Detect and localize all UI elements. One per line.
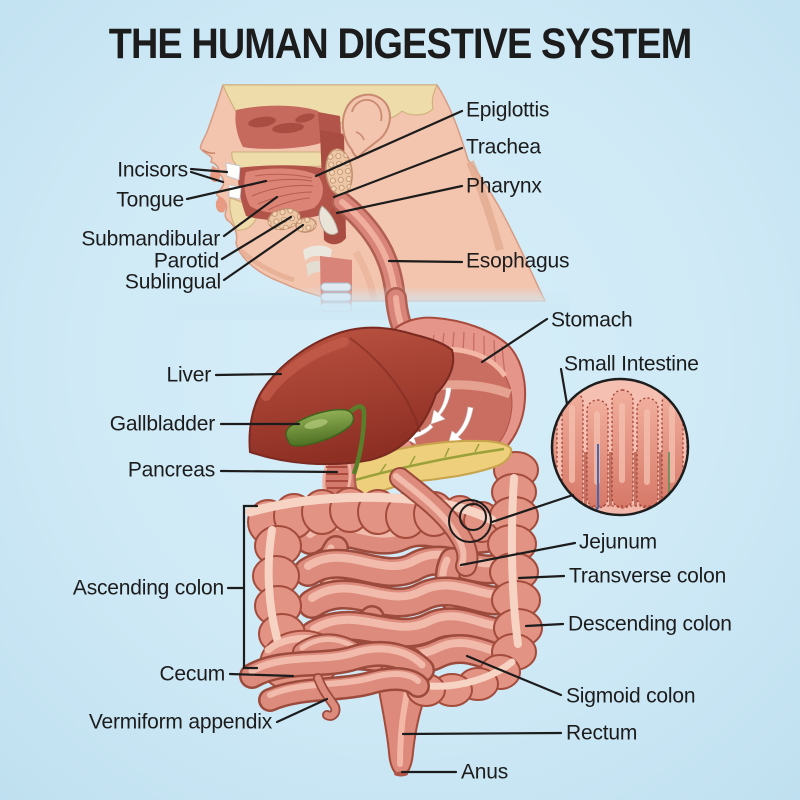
label-esophagus: Esophagus [466,249,570,273]
label-sublingual: Sublingual [124,270,221,294]
inset-base [552,504,688,515]
label-descending-colon: Descending colon [568,612,732,636]
nostril [202,149,216,154]
label-small-intestine: Small Intestine [564,352,699,376]
leader-submandibular [222,195,279,238]
sublingual-gland [295,217,317,233]
label-epiglottis: Epiglottis [466,98,550,122]
submandibular-gland [267,207,301,231]
leader-transverse-colon [517,574,566,580]
bile-duct [346,404,367,475]
nasal-cavity [235,105,342,150]
leader-stomach [480,317,549,364]
leader-rectum [401,731,563,736]
villi-inset [550,377,690,517]
label-rectum: Rectum [566,721,638,745]
jaw-shading [238,248,295,283]
label-vermiform-appendix: Vermiform appendix [88,710,272,734]
leader-cecum [228,672,295,678]
leader-sublingual [222,223,305,282]
label-tongue: Tongue [116,188,184,212]
taenia-coli [245,474,522,690]
magnifier-circles [448,499,492,543]
leader-small-intestine [559,367,569,406]
page-title: THE HUMAN DIGESTIVE SYSTEM [108,20,693,68]
leader-incisors-lower [189,170,225,184]
leader-pharynx [335,184,464,215]
label-ascending-colon: Ascending colon [72,576,224,600]
label-pancreas: Pancreas [127,458,215,482]
pancreatic-duct [347,447,505,484]
tongue-shape [244,168,323,214]
label-trachea: Trachea [466,135,541,159]
label-cecum: Cecum [159,662,225,686]
leader-sigmoid-colon [465,654,563,697]
neck-fade [175,286,570,320]
leader-esophagus [387,259,464,264]
leader-parotid [220,215,293,261]
leader-epiglottis [314,109,464,178]
label-parotid: Parotid [153,249,219,273]
leader-trachea [332,146,464,199]
label-incisors: Incisors [117,158,188,182]
mouth [225,162,336,221]
head-section [199,84,547,312]
neck-shading [466,160,504,252]
leader-inset-to-source [490,493,575,524]
leader-jejunum [459,541,577,567]
label-pharynx: Pharynx [466,174,542,198]
label-sigmoid-colon: Sigmoid colon [566,684,696,708]
label-liver: Liver [166,363,211,387]
epiglottis-shape [318,205,339,235]
leader-tongue [185,179,268,201]
leader-pancreas [219,469,339,474]
leader-incisors-upper [189,167,229,174]
label-gallbladder: Gallbladder [109,412,215,436]
label-stomach: Stomach [551,308,633,332]
leader-appendix [275,697,329,724]
leader-lines [185,109,577,774]
villi-gaps [584,452,662,506]
label-submandibular: Submandibular [81,227,220,251]
leader-descending-colon [524,622,565,628]
leader-liver [214,372,283,377]
label-jejunum: Jejunum [579,530,657,554]
label-anus: Anus [461,760,509,784]
label-transverse-colon: Transverse colon [569,564,727,588]
bracket-ascending-colon [242,504,259,670]
lower-lip [215,196,227,213]
